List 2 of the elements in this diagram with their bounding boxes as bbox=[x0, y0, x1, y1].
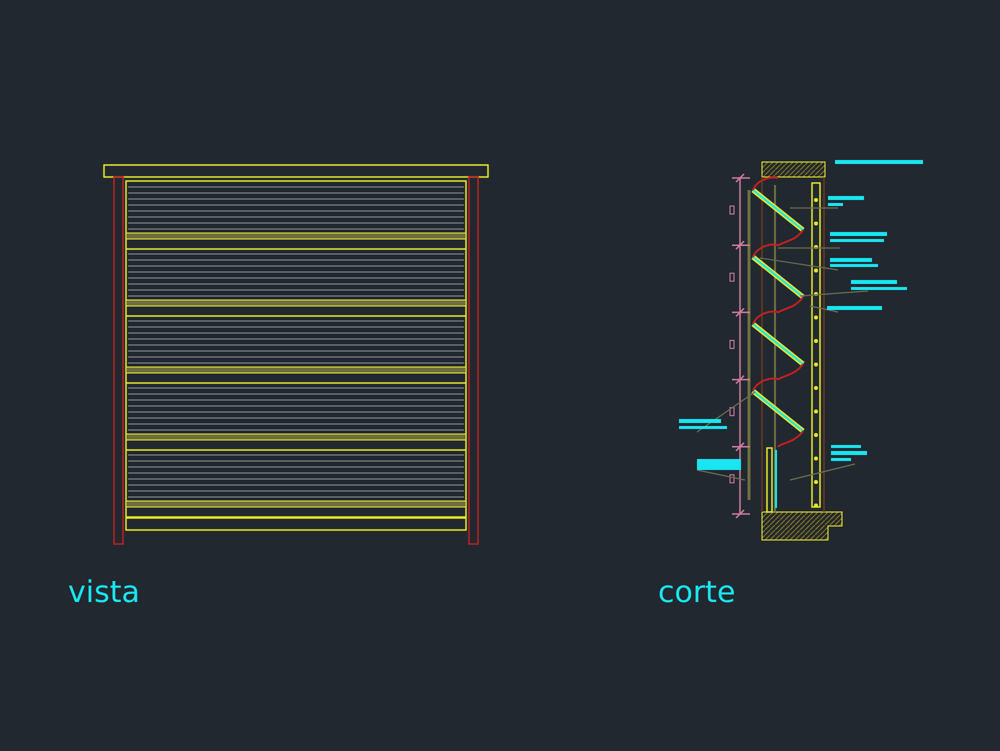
view-title: corte bbox=[658, 578, 736, 608]
view-title: vista bbox=[68, 578, 140, 608]
